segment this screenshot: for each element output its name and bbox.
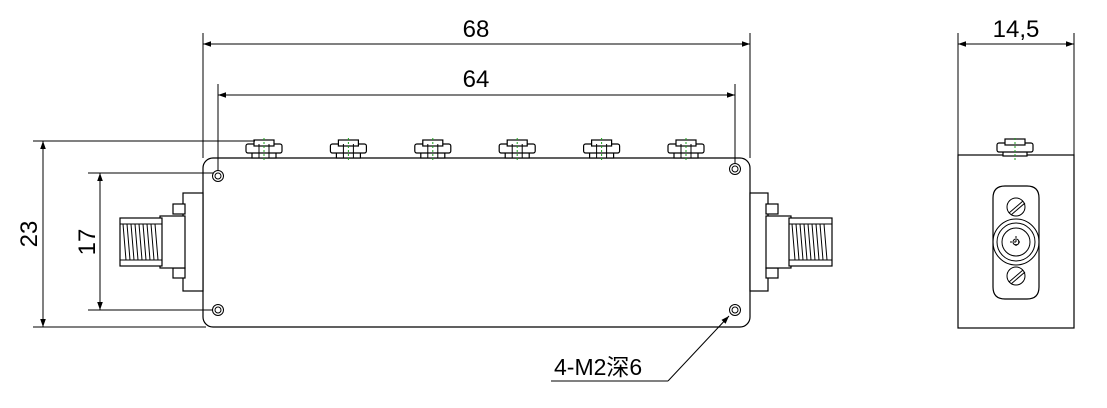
dimension-hole-spacing-height: 17 [74, 172, 213, 311]
side-view: 14,5 [957, 16, 1075, 329]
tuning-screw [245, 138, 283, 162]
mounting-hole [212, 170, 224, 182]
tuning-screw [667, 138, 705, 162]
dimension-hole-spacing-length: 64 [217, 66, 736, 170]
dimension-overall-height: 23 [16, 140, 255, 328]
front-view: 68 64 23 17 4-M2深6 [16, 16, 833, 382]
filter-body [202, 157, 751, 328]
dimension-label: 23 [16, 221, 43, 248]
right-sma-connector [749, 192, 833, 292]
left-sma-connector [119, 192, 204, 292]
mounting-hole [729, 304, 741, 316]
dimension-depth: 14,5 [957, 16, 1075, 155]
dimension-overall-length: 68 [202, 16, 751, 158]
mounting-hole-note: 4-M2深6 [554, 354, 642, 380]
tuning-screws [245, 138, 705, 162]
tuning-screw [329, 138, 367, 162]
dimension-label: 64 [463, 66, 490, 93]
dimension-label: 17 [74, 229, 101, 256]
mounting-hole [729, 163, 741, 175]
connector-threads [791, 223, 828, 261]
connector-threads [122, 223, 159, 261]
tuning-screw [498, 138, 536, 162]
tuning-screw [582, 138, 621, 162]
tuning-screw [414, 138, 452, 162]
dimension-label: 14,5 [993, 16, 1040, 43]
dimension-label: 68 [463, 16, 490, 43]
tuning-screw [996, 138, 1034, 160]
mounting-hole-callout: 4-M2深6 [551, 315, 730, 382]
connector-flange [992, 185, 1040, 300]
